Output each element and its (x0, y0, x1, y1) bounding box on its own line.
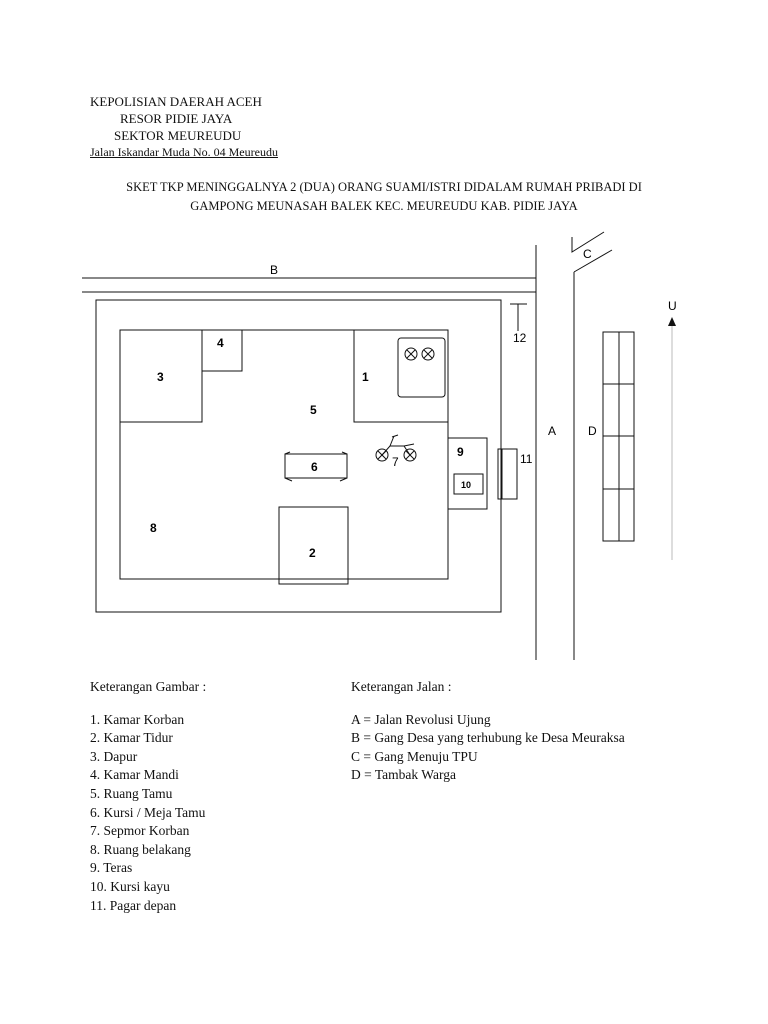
label-5: 5 (310, 403, 317, 417)
header-line-2: RESOR PIDIE JAYA (120, 111, 233, 126)
label-12: 12 (513, 331, 527, 345)
house-outline (119, 329, 449, 580)
label-road-d: D (588, 424, 597, 438)
label-8: 8 (150, 521, 157, 535)
gate-11 (497, 448, 518, 500)
legend-roads-item: D = Tambak Warga (351, 767, 456, 783)
document-title: SKET TKP MENINGGALNYA 2 (DUA) ORANG SUAM… (60, 178, 708, 216)
legend-drawing-item: 11. Pagar depan (90, 897, 177, 913)
pillow-icon (404, 347, 435, 361)
label-1: 1 (362, 370, 369, 384)
north-arrow-head (668, 317, 676, 326)
legend-roads-item: A = Jalan Revolusi Ujung (351, 711, 491, 727)
room-9-terrace (447, 437, 488, 510)
header-line-1: KEPOLISIAN DAERAH ACEH (90, 94, 262, 109)
room-2-bedroom (278, 506, 349, 585)
table-legs (284, 451, 348, 482)
label-north: U (668, 299, 677, 313)
legend-roads-heading: Keterangan Jalan : (351, 679, 452, 694)
legend-drawing-item: 7. Sepmor Korban (90, 823, 190, 839)
label-11: 11 (520, 452, 533, 466)
label-2: 2 (309, 546, 316, 560)
room-3-kitchen (120, 330, 203, 423)
motorbike-icon (375, 434, 417, 462)
bench-10 (453, 473, 484, 495)
label-road-b: B (270, 263, 278, 277)
table-6 (284, 453, 348, 479)
legend-roads-item: C = Gang Menuju TPU (351, 748, 478, 764)
road-c-line-left (571, 231, 605, 253)
legend-drawing-heading: Keterangan Gambar : (90, 679, 207, 694)
legend-drawing-item: 2. Kamar Tidur (90, 730, 173, 746)
label-road-c: C (583, 247, 592, 261)
legend-drawing-item: 3. Dapur (90, 748, 138, 764)
label-9: 9 (457, 445, 464, 459)
label-road-a: A (548, 424, 556, 438)
property-boundary (95, 299, 502, 613)
room-4-bathroom (202, 330, 243, 372)
label-7: 7 (392, 455, 399, 469)
legend-drawing-item: 4. Kamar Mandi (90, 767, 179, 783)
legend-drawing-item: 9. Teras (90, 860, 133, 876)
bed (397, 337, 446, 398)
legend-drawing-item: 10. Kursi kayu (90, 878, 170, 894)
room-1-victim-room (353, 330, 448, 423)
title-line-1: SKET TKP MENINGGALNYA 2 (DUA) ORANG SUAM… (126, 180, 642, 194)
legend-drawing-item: 6. Kursi / Meja Tamu (90, 804, 206, 820)
legend-roads: Keterangan Jalan : A = Jalan Revolusi Uj… (351, 678, 625, 785)
label-6: 6 (311, 460, 318, 474)
title-line-2: GAMPONG MEUNASAH BALEK KEC. MEUREUDU KAB… (190, 199, 578, 213)
label-4: 4 (217, 336, 224, 350)
legend-drawing: Keterangan Gambar : 1. Kamar Korban 2. K… (90, 678, 206, 915)
label-3: 3 (157, 370, 164, 384)
legend-drawing-item: 1. Kamar Korban (90, 711, 185, 727)
legend-drawing-item: 8. Ruang belakang (90, 841, 191, 857)
header-line-3: SEKTOR MEUREUDU (114, 128, 242, 143)
label-10: 10 (461, 480, 471, 490)
header-address: Jalan Iskandar Muda No. 04 Meureudu (90, 145, 278, 159)
legend-roads-item: B = Gang Desa yang terhubung ke Desa Meu… (351, 730, 625, 746)
road-c-line-right (573, 249, 613, 273)
legend-drawing-item: 5. Ruang Tamu (90, 785, 173, 801)
